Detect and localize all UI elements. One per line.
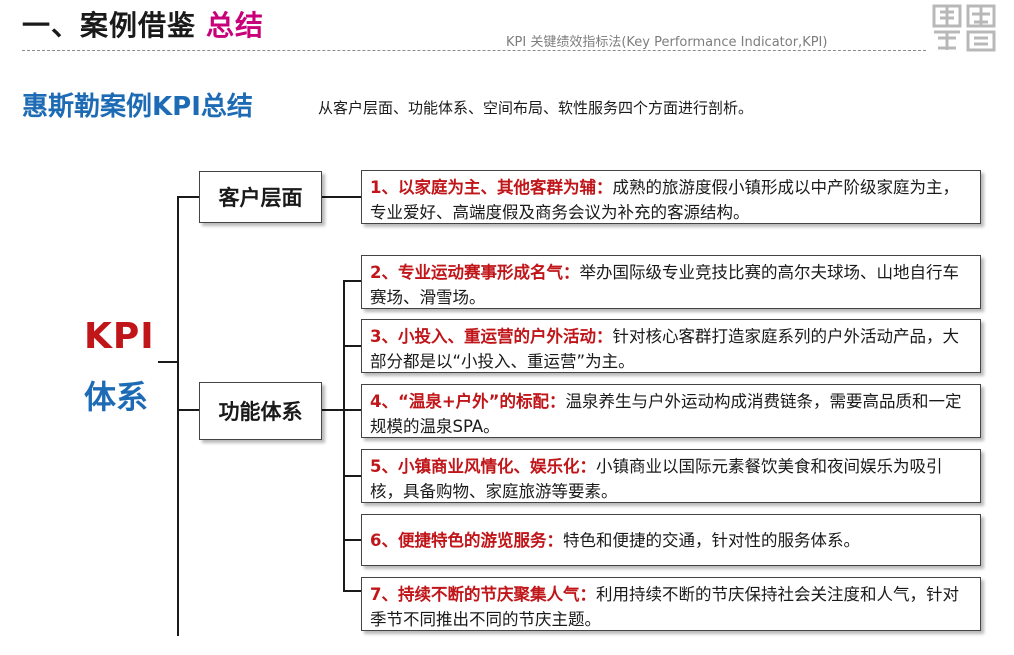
item-box-1: 1、以家庭为主、其他客群为辅：成熟的旅游度假小镇形成以中产阶级家庭为主，专业爱好… — [361, 170, 981, 224]
item-6-highlight: 6、便捷特色的游览服务： — [370, 530, 563, 550]
branch-line-customer — [177, 196, 199, 198]
item-box-7: 7、持续不断的节庆聚集人气：利用持续不断的节庆保持社会关注度和人气，针对季节不同… — [361, 577, 981, 631]
item-5-highlight: 5、小镇商业风情化、娱乐化： — [370, 457, 596, 476]
page-title-main: 一、案例借鉴 — [22, 9, 197, 42]
item-box-4: 4、“温泉+户外”的标配：温泉养生与户外运动构成消费链条，需要高品质和一定规模的… — [361, 384, 981, 438]
item-line-2 — [343, 280, 362, 282]
item-1-text: 成熟的旅游度假小镇形成以中产阶级家庭为主，专业爱好、高端度假及商务会议为补充的客… — [370, 178, 959, 222]
root-stub-line — [158, 361, 178, 363]
item-box-6: 6、便捷特色的游览服务：特色和便捷的交通，针对性的服务体系。 — [361, 514, 981, 566]
item-box-3: 3、小投入、重运营的户外活动：针对核心客群打造家庭系列的户外活动产品，大部分都是… — [361, 319, 981, 373]
item-5-text: 小镇商业以国际元素餐饮美食和夜间娱乐为吸引核，具备购物、家庭旅游等要素。 — [370, 457, 943, 501]
category-customer: 客户层面 — [199, 171, 322, 223]
item-line-3 — [343, 345, 362, 347]
section-description: 从客户层面、功能体系、空间布局、软性服务四个方面进行剖析。 — [318, 99, 754, 117]
kpi-root-label-line2: 体系 — [84, 378, 149, 416]
item-2-text: 举办国际级专业竞技比赛的高尔夫球场、山地自行车赛场、滑雪场。 — [370, 263, 959, 307]
branch-line-function — [177, 409, 199, 411]
link-line-customer — [322, 196, 362, 198]
section-title: 惠斯勒案例KPI总结 — [22, 92, 253, 122]
root-trunk-line — [177, 196, 179, 636]
page-subtitle: KPI 关键绩效指标法(Key Performance Indicator,KP… — [506, 35, 828, 50]
item-line-5 — [343, 475, 362, 477]
item-3-text: 针对核心客群打造家庭系列的户外活动产品，大部分都是以“小投入、重运营”为主。 — [370, 327, 959, 371]
item-line-7 — [343, 590, 362, 592]
item-line-4 — [343, 409, 362, 411]
function-spine-line — [343, 280, 345, 591]
item-4-highlight: 4、“温泉+户外”的标配： — [370, 392, 566, 411]
item-box-2: 2、专业运动赛事形成名气：举办国际级专业竞技比赛的高尔夫球场、山地自行车赛场、滑… — [361, 255, 981, 309]
item-3-highlight: 3、小投入、重运营的户外活动： — [370, 327, 613, 346]
item-7-text: 利用持续不断的节庆保持社会关注度和人气，针对季节不同推出不同的节庆主题。 — [370, 585, 959, 629]
item-1-highlight: 1、以家庭为主、其他客群为辅： — [370, 178, 613, 197]
item-6-text: 特色和便捷的交通，针对性的服务体系。 — [562, 530, 860, 550]
item-line-6 — [343, 539, 362, 541]
page-title-accent: 总结 — [206, 9, 265, 42]
page-title: 一、案例借鉴总结 — [22, 4, 264, 44]
item-7-highlight: 7、持续不断的节庆聚集人气： — [370, 585, 596, 604]
link-line-function — [322, 409, 344, 411]
item-box-5: 5、小镇商业风情化、娱乐化：小镇商业以国际元素餐饮美食和夜间娱乐为吸引核，具备购… — [361, 449, 981, 503]
category-function: 功能体系 — [199, 382, 322, 440]
item-4-text: 温泉养生与户外运动构成消费链条，需要高品质和一定规模的温泉SPA。 — [370, 392, 962, 436]
item-2-highlight: 2、专业运动赛事形成名气： — [370, 263, 580, 282]
header-divider — [22, 50, 926, 51]
kpi-root-label-line1: KPI — [84, 316, 155, 357]
brand-logo-icon — [932, 4, 996, 52]
